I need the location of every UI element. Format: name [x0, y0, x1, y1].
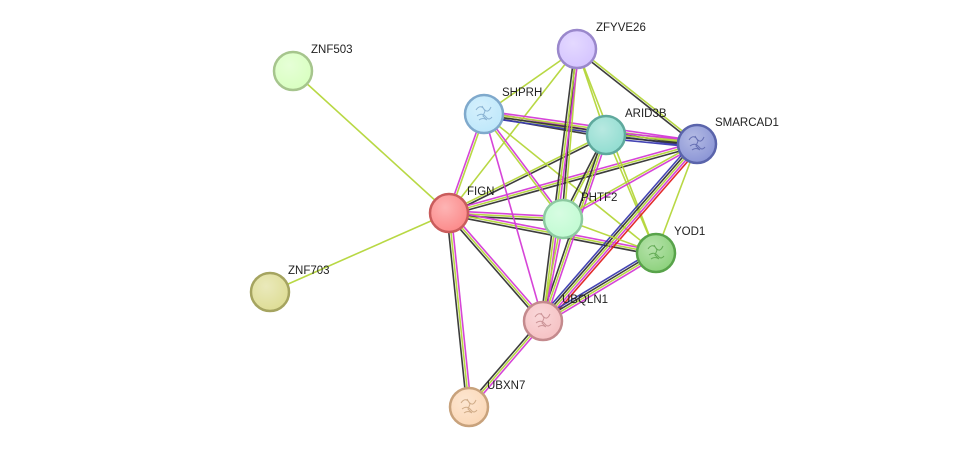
edge-line-experiments — [483, 113, 544, 322]
protein-structure-icon — [475, 105, 493, 121]
edge-FIGN-SMARCAD1[interactable] — [448, 141, 698, 216]
node-circle[interactable] — [249, 271, 291, 313]
edge-SMARCAD1-UBQLN1[interactable] — [539, 140, 701, 325]
node-label: YOD1 — [674, 226, 705, 238]
node-circle[interactable] — [542, 198, 584, 240]
node-label: PHTF2 — [581, 192, 617, 204]
edge-line-homology — [540, 249, 655, 319]
edge-line-coexpression — [542, 251, 656, 321]
edge-FIGN-ZFYVE26[interactable] — [448, 48, 578, 214]
edge-line-textmining — [605, 134, 657, 254]
edge-line-experiments — [544, 144, 700, 323]
node-phtf2[interactable]: PHTF2 — [542, 192, 617, 240]
edge-line-experiments — [563, 144, 698, 221]
edge-line-coexpression — [446, 213, 542, 323]
edge-line-experiments — [484, 112, 565, 219]
node-znf503[interactable]: ZNF503 — [272, 44, 353, 92]
node-smarcad1[interactable]: SMARCAD1 — [676, 117, 779, 165]
edge-line-textmining — [543, 253, 657, 323]
edge-line-coexpression — [446, 213, 468, 408]
edge-SHPRH-PHTF2[interactable] — [482, 112, 565, 221]
edge-line-textmining — [269, 212, 450, 293]
node-circle[interactable] — [556, 28, 598, 70]
edge-line-textmining — [448, 212, 544, 322]
node-shprh[interactable]: SHPRH — [463, 87, 542, 135]
edge-line-fusion — [545, 146, 701, 325]
protein-structure-icon — [688, 135, 706, 151]
node-label: SMARCAD1 — [715, 117, 779, 129]
node-label: ZNF703 — [288, 265, 330, 277]
node-fign[interactable]: FIGN — [428, 186, 494, 234]
edge-line-coexpression — [540, 48, 576, 321]
edge-line-textmining — [292, 70, 450, 214]
edge-line-coexpression — [449, 145, 698, 216]
protein-structure-icon — [534, 312, 552, 328]
edge-line-textmining — [448, 212, 470, 408]
edge-line-textmining — [577, 47, 699, 144]
edge-ZNF503-FIGN[interactable] — [292, 70, 450, 214]
node-circle[interactable] — [428, 192, 470, 234]
node-circle[interactable] — [585, 114, 627, 156]
edge-ZFYVE26-SMARCAD1[interactable] — [575, 47, 699, 146]
edge-line-experiments — [450, 212, 472, 407]
node-circle[interactable] — [272, 50, 314, 92]
protein-structure-icon — [647, 244, 665, 260]
edge-line-textmining — [542, 143, 698, 322]
edge-line-experiments — [448, 141, 697, 212]
edge-FIGN-UBXN7[interactable] — [446, 212, 472, 408]
edge-line-experiments — [450, 211, 546, 321]
node-ubqln1[interactable]: UBQLN1 — [522, 294, 608, 342]
node-label: FIGN — [467, 186, 494, 198]
node-ubxn7[interactable]: UBXN7 — [448, 380, 525, 428]
node-zfyve26[interactable]: ZFYVE26 — [556, 22, 646, 70]
edge-ARID3B-YOD1[interactable] — [605, 134, 657, 254]
edge-SMARCAD1-PHTF2[interactable] — [562, 142, 698, 221]
edge-line-textmining — [448, 48, 578, 214]
edge-line-homology — [539, 140, 695, 319]
edge-line-coexpression — [540, 142, 696, 321]
edge-line-textmining — [448, 143, 698, 214]
edge-SHPRH-UBQLN1[interactable] — [483, 113, 544, 322]
node-label: ZFYVE26 — [596, 22, 646, 34]
edge-line-textmining — [482, 114, 563, 221]
node-label: SHPRH — [502, 87, 542, 99]
node-label: UBXN7 — [487, 380, 525, 392]
edge-line-coexpression — [575, 49, 697, 146]
edge-line-experiments — [544, 255, 659, 325]
node-arid3b[interactable]: ARID3B — [585, 108, 667, 156]
edge-line-textmining — [542, 48, 578, 322]
node-label: ZNF503 — [311, 44, 353, 56]
edge-ZNF703-FIGN[interactable] — [269, 212, 450, 293]
node-znf703[interactable]: ZNF703 — [249, 265, 330, 313]
node-label: UBQLN1 — [562, 294, 608, 306]
node-yod1[interactable]: YOD1 — [635, 226, 705, 274]
edge-line-textmining — [562, 142, 697, 219]
protein-structure-icon — [460, 398, 478, 414]
node-label: ARID3B — [625, 108, 667, 120]
edge-FIGN-UBQLN1[interactable] — [446, 211, 546, 323]
edge-YOD1-UBQLN1[interactable] — [540, 249, 659, 325]
